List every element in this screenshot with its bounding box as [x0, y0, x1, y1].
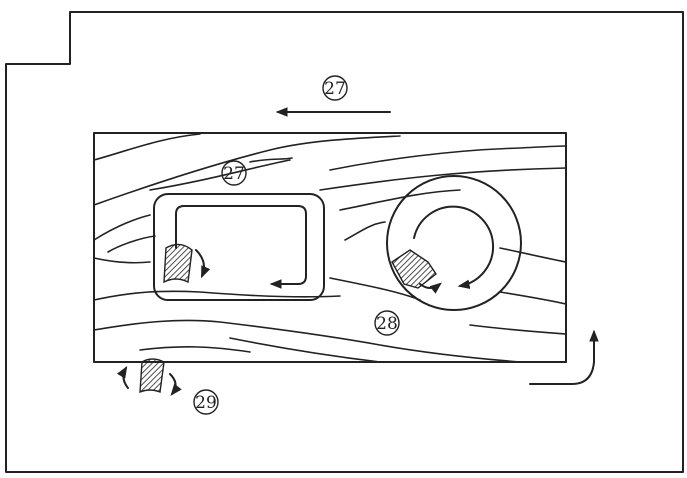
feed-arrow-bottom-right: [529, 329, 599, 385]
circle-cut-label: 28: [374, 310, 400, 336]
pocket-cut-path: [175, 205, 307, 289]
workpiece-board: [93, 132, 567, 363]
router-bit-icon: [391, 249, 437, 289]
wood-grain: [93, 133, 567, 363]
outer-frame: [5, 11, 684, 473]
svg-text:29: 29: [195, 393, 217, 413]
router-bit-icon: [163, 243, 193, 284]
feed-label-top: 27: [322, 75, 348, 101]
corner-rotation-arrow-right: [169, 373, 182, 396]
router-bit-icon: [139, 358, 165, 394]
svg-text:27: 27: [223, 164, 245, 184]
pocket-rotation-arrow: [195, 249, 211, 279]
svg-text:27: 27: [324, 79, 346, 99]
rectangular-pocket: [153, 193, 325, 301]
circular-pocket: [386, 175, 522, 311]
grain-label: 27: [221, 160, 247, 186]
corner-rotation-arrow-left: [116, 365, 129, 389]
corner-cut-label: 29: [193, 389, 219, 415]
svg-text:28: 28: [376, 314, 398, 334]
circle-cut-path: [413, 205, 495, 290]
